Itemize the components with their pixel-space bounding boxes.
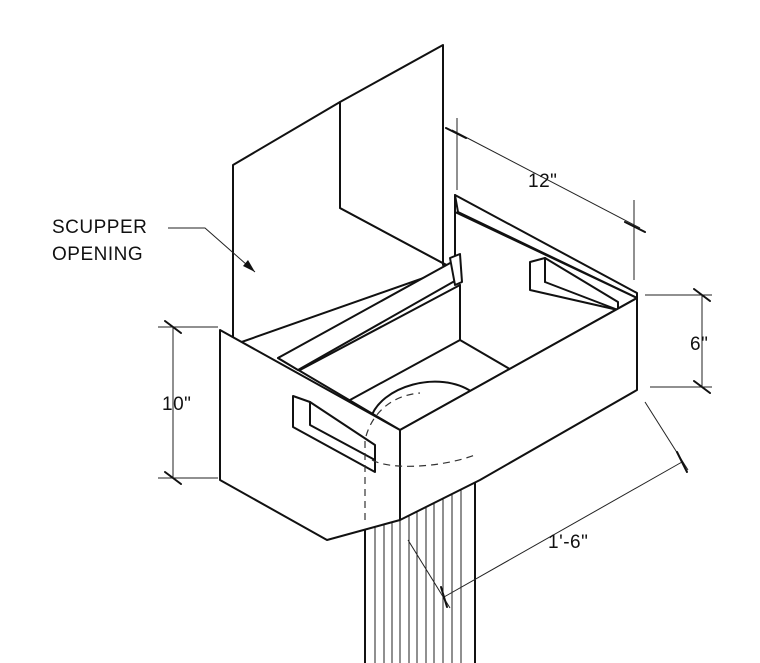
dimension-12in <box>445 118 646 280</box>
front-side-slot <box>292 395 376 473</box>
dim-label-1ft-6in: 1'-6" <box>548 532 588 553</box>
rear-side-slot <box>529 257 619 311</box>
hidden-lines <box>364 392 476 520</box>
dimension-10in <box>158 320 218 485</box>
dimension-1ft-6in <box>407 401 689 609</box>
scupper-leader <box>168 227 256 273</box>
dim-label-10in: 10" <box>162 394 191 415</box>
box-right-face <box>399 297 638 521</box>
callout-scupper-line2: OPENING <box>52 244 143 265</box>
wall-panels <box>232 44 453 346</box>
box-top-rim <box>277 253 463 371</box>
dim-label-6in: 6" <box>690 334 708 355</box>
dimension-6in <box>645 288 712 394</box>
callout-scupper-line1: SCUPPER <box>52 217 147 238</box>
box-front-face <box>219 329 401 541</box>
dim-label-12in: 12" <box>528 171 557 192</box>
